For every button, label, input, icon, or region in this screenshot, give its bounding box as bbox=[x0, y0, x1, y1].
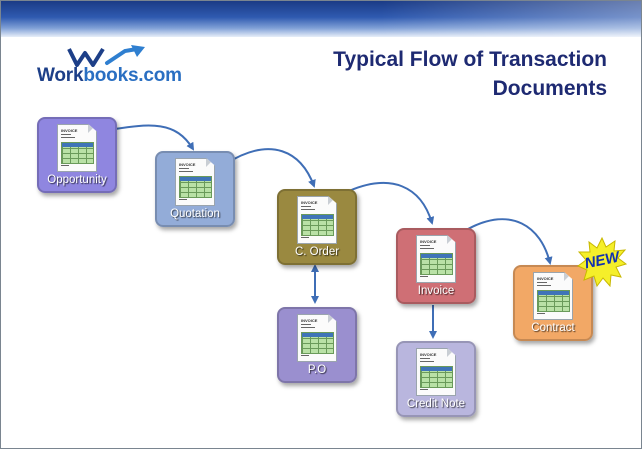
node-label: Invoice bbox=[417, 285, 455, 297]
logo-text-books: books.com bbox=[83, 65, 182, 86]
doc-header: INVOICE bbox=[179, 162, 196, 167]
node-contract: INVOICE Contract bbox=[513, 265, 593, 341]
slide-title: Typical Flow of Transaction Documents bbox=[333, 45, 607, 103]
node-credit-note: INVOICE Credit Note bbox=[396, 341, 476, 417]
document-icon: INVOICE bbox=[416, 235, 456, 283]
doc-header: INVOICE bbox=[301, 318, 318, 323]
title-line-2: Documents bbox=[492, 77, 607, 100]
node-label: Credit Note bbox=[406, 398, 466, 410]
doc-header: INVOICE bbox=[537, 276, 554, 281]
title-line-1: Typical Flow of Transaction bbox=[333, 48, 607, 71]
arrow-quotation-to-c-order bbox=[226, 148, 316, 188]
document-icon: INVOICE bbox=[297, 196, 337, 244]
starburst-icon bbox=[577, 237, 627, 287]
doc-header: INVOICE bbox=[301, 200, 318, 205]
node-opportunity: INVOICE Opportunity bbox=[37, 117, 117, 193]
node-c-order: INVOICE C. Order bbox=[277, 189, 357, 265]
document-icon: INVOICE bbox=[297, 314, 337, 362]
logo-text-work: Work bbox=[37, 65, 84, 86]
node-po: INVOICE P.O bbox=[277, 307, 357, 383]
logo-mark-icon bbox=[67, 45, 145, 67]
header-band bbox=[1, 1, 641, 37]
document-icon: INVOICE bbox=[416, 348, 456, 396]
new-badge: NEW bbox=[577, 237, 627, 287]
workbooks-logo: Workbooks.com bbox=[37, 45, 197, 91]
node-quotation: INVOICE Quotation bbox=[155, 151, 235, 227]
arrow-c-order-to-invoice bbox=[348, 182, 435, 225]
arrow-opportunity-to-quotation bbox=[108, 124, 195, 151]
node-label: P.O bbox=[307, 364, 327, 376]
document-icon: INVOICE bbox=[175, 158, 215, 206]
doc-header: INVOICE bbox=[420, 239, 437, 244]
node-label: Opportunity bbox=[47, 174, 107, 186]
arrow-invoice-to-contract bbox=[467, 218, 553, 265]
doc-header: INVOICE bbox=[61, 128, 78, 133]
document-icon: INVOICE bbox=[57, 124, 97, 172]
node-label: Contract bbox=[531, 322, 575, 334]
node-label: C. Order bbox=[294, 246, 340, 258]
document-icon: INVOICE bbox=[533, 272, 573, 320]
logo-text: Workbooks.com bbox=[37, 65, 182, 87]
node-invoice: INVOICE Invoice bbox=[396, 228, 476, 304]
node-label: Quotation bbox=[170, 208, 220, 220]
doc-header: INVOICE bbox=[420, 352, 437, 357]
